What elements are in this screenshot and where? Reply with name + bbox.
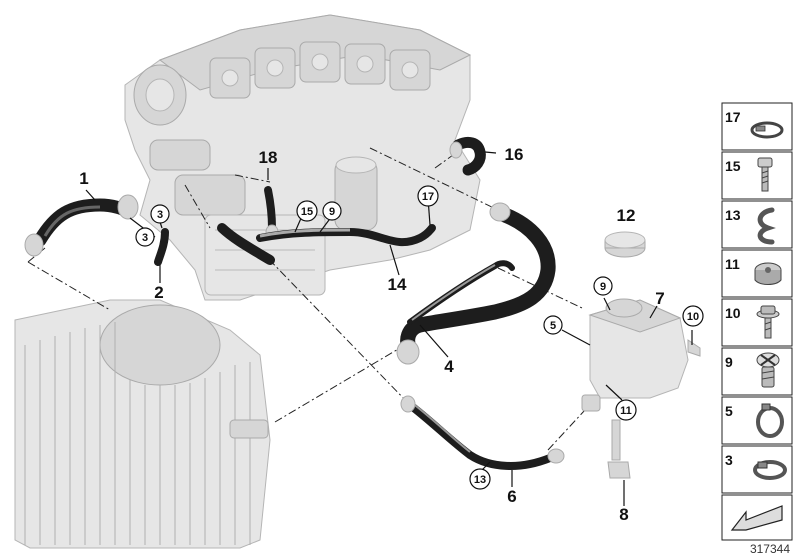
ring-clamp-icon	[753, 460, 787, 480]
callout-13-circle	[469, 468, 491, 490]
side-item-5-label: 5	[725, 403, 733, 419]
side-item-11-label: 11	[725, 256, 740, 272]
arrow-icon	[730, 505, 783, 531]
callout-15: 15	[301, 206, 313, 218]
side-item-10-label: 10	[725, 305, 741, 321]
side-item-9-label: 9	[725, 354, 733, 370]
callout-9b: 9	[329, 206, 335, 218]
callout-6: 6	[507, 487, 516, 506]
hose-16	[449, 136, 486, 176]
engine-intake	[133, 64, 246, 216]
hose-clamp-icon	[750, 121, 784, 139]
side-panel: 17 15 13 11	[721, 102, 793, 541]
side-item-arrow	[721, 494, 793, 541]
engine-block	[124, 14, 481, 301]
callout-2: 2	[154, 283, 163, 302]
callout-5-circle	[543, 315, 563, 335]
expansion-tank	[581, 298, 701, 412]
side-item-13: 13	[721, 200, 793, 249]
side-item-3-label: 3	[725, 452, 733, 468]
side-item-10: 10	[721, 298, 793, 347]
callout-12: 12	[617, 206, 636, 225]
cap-12	[604, 231, 646, 258]
callout-3a-circle	[150, 204, 170, 224]
callout-5: 5	[550, 320, 556, 332]
callout-11: 11	[620, 405, 632, 417]
callout-17: 17	[422, 191, 434, 203]
radiator-fins	[24, 322, 251, 545]
hose-14	[217, 223, 436, 265]
side-item-9: 9	[721, 347, 793, 396]
bleed-screw-icon	[756, 352, 780, 388]
callout-9a-circle	[593, 276, 613, 296]
side-item-15-label: 15	[725, 158, 741, 174]
spring-clamp-icon	[756, 403, 784, 438]
side-item-5: 5	[721, 396, 793, 445]
side-item-17: 17	[721, 102, 793, 151]
callout-11-circle	[615, 399, 637, 421]
flange-bolt-icon	[756, 305, 780, 339]
callout-3a: 3	[157, 209, 163, 221]
clip-icon	[757, 207, 776, 245]
leader-lines	[85, 151, 693, 506]
callout-3b-circle	[135, 227, 155, 247]
side-item-15: 15	[721, 151, 793, 200]
connection-lines	[27, 147, 586, 451]
callouts: 1 2 3 3 4 5 6 7 8 9 9 10 11 12 13 14 15 …	[79, 145, 704, 524]
hose-1	[24, 194, 139, 257]
callout-4: 4	[444, 357, 454, 376]
hose-5	[407, 260, 515, 325]
callout-13: 13	[474, 474, 486, 486]
oil-filter-housing	[334, 156, 378, 231]
callout-8: 8	[619, 505, 628, 524]
side-item-13-label: 13	[725, 207, 741, 223]
callout-7: 7	[655, 289, 664, 308]
hose-6-13	[400, 395, 565, 470]
radiator	[14, 299, 271, 549]
bolt-icon	[757, 157, 773, 192]
callout-17-circle	[417, 185, 439, 207]
sensor-8	[607, 419, 631, 479]
engine-cam-cover	[209, 41, 431, 99]
callout-9a: 9	[600, 281, 606, 293]
plug-icon	[754, 262, 782, 285]
callout-15-circle	[296, 200, 318, 222]
callout-9b-circle	[322, 201, 342, 221]
callout-16: 16	[505, 145, 524, 164]
callout-18: 18	[259, 148, 278, 167]
side-item-11: 11	[721, 249, 793, 298]
hose-2	[154, 228, 169, 266]
callout-10-circle	[682, 305, 704, 327]
callout-14: 14	[388, 275, 407, 294]
callout-3b: 3	[142, 232, 148, 244]
diagram-reference-number: 317344	[749, 542, 790, 556]
callout-10: 10	[687, 311, 699, 323]
hose-4	[396, 202, 556, 365]
side-item-17-label: 17	[725, 109, 741, 125]
side-item-3: 3	[721, 445, 793, 494]
callout-1: 1	[79, 169, 88, 188]
